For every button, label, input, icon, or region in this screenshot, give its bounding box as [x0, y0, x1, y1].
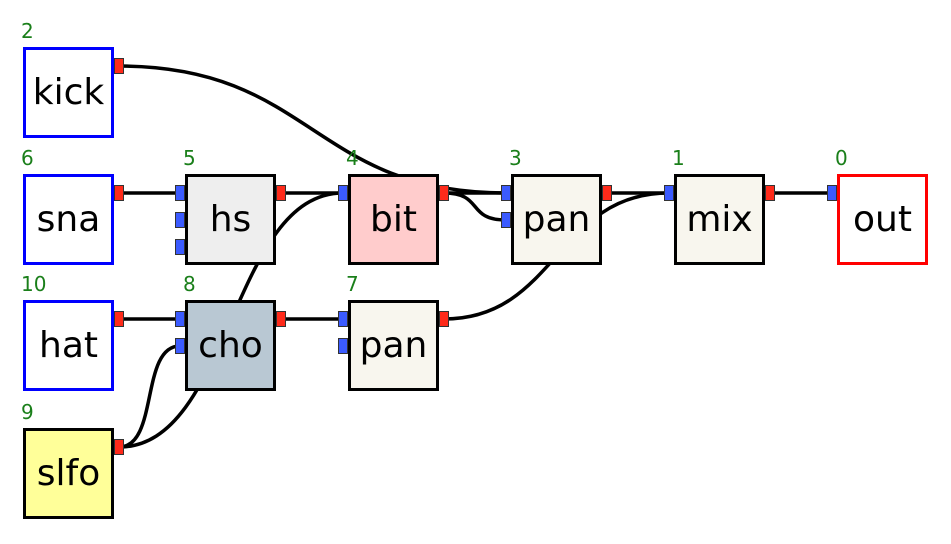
node-label-sna-6: sna: [36, 199, 101, 240]
output-port-kick-2[interactable]: [114, 58, 124, 74]
node-id-hat-10: 10: [21, 272, 47, 296]
node-id-out-0: 0: [835, 146, 848, 170]
input-port-mix-1-0[interactable]: [664, 185, 674, 201]
node-hat-10[interactable]: hat: [23, 300, 114, 391]
node-bit-4[interactable]: bit: [348, 174, 439, 265]
input-port-hs-5-0[interactable]: [175, 185, 185, 201]
node-label-out-0: out: [853, 199, 912, 240]
wire-n2-to-n3-in0[interactable]: [118, 64, 507, 195]
node-id-pan-3: 3: [509, 146, 522, 170]
input-port-pan-3-1[interactable]: [501, 212, 511, 228]
node-mix-1[interactable]: mix: [674, 174, 765, 265]
node-out-0[interactable]: out: [837, 174, 928, 265]
node-label-pan-7: pan: [359, 325, 428, 366]
input-port-bit-4-0[interactable]: [338, 185, 348, 201]
output-port-bit-4[interactable]: [439, 185, 449, 201]
input-port-out-0-0[interactable]: [827, 185, 837, 201]
node-id-pan-7: 7: [346, 272, 359, 296]
node-label-kick-2: kick: [32, 72, 105, 113]
node-label-pan-3: pan: [522, 199, 591, 240]
node-id-slfo-9: 9: [21, 400, 34, 424]
input-port-hs-5-2[interactable]: [175, 239, 185, 255]
node-slfo-9[interactable]: slfo: [23, 428, 114, 519]
wire-n4-to-n3-in1[interactable]: [443, 191, 507, 222]
node-id-kick-2: 2: [21, 19, 34, 43]
node-label-slfo-9: slfo: [36, 453, 101, 494]
input-port-cho-8-1[interactable]: [175, 338, 185, 354]
node-id-cho-8: 8: [183, 272, 196, 296]
output-port-slfo-9[interactable]: [114, 439, 124, 455]
node-id-sna-6: 6: [21, 146, 34, 170]
output-port-cho-8[interactable]: [276, 311, 286, 327]
node-label-hs-5: hs: [209, 199, 252, 240]
node-label-bit-4: bit: [370, 199, 417, 240]
node-sna-6[interactable]: sna: [23, 174, 114, 265]
node-pan-7[interactable]: pan: [348, 300, 439, 391]
node-id-mix-1: 1: [672, 146, 685, 170]
output-port-hat-10[interactable]: [114, 311, 124, 327]
output-port-hs-5[interactable]: [276, 185, 286, 201]
wire-n9-to-n8-in1[interactable]: [118, 344, 181, 449]
node-kick-2[interactable]: kick: [23, 47, 114, 138]
output-port-pan-7[interactable]: [439, 311, 449, 327]
node-label-hat-10: hat: [39, 325, 98, 366]
node-label-cho-8: cho: [198, 325, 263, 366]
input-port-hs-5-1[interactable]: [175, 212, 185, 228]
input-port-pan-3-0[interactable]: [501, 185, 511, 201]
input-port-pan-7-0[interactable]: [338, 311, 348, 327]
output-port-pan-3[interactable]: [602, 185, 612, 201]
output-port-sna-6[interactable]: [114, 185, 124, 201]
node-id-bit-4: 4: [346, 146, 359, 170]
input-port-pan-7-1[interactable]: [338, 338, 348, 354]
node-label-mix-1: mix: [686, 199, 753, 240]
node-hs-5[interactable]: hs: [185, 174, 276, 265]
node-cho-8[interactable]: cho: [185, 300, 276, 391]
input-port-cho-8-0[interactable]: [175, 311, 185, 327]
node-pan-3[interactable]: pan: [511, 174, 602, 265]
output-port-mix-1[interactable]: [765, 185, 775, 201]
node-id-hs-5: 5: [183, 146, 196, 170]
